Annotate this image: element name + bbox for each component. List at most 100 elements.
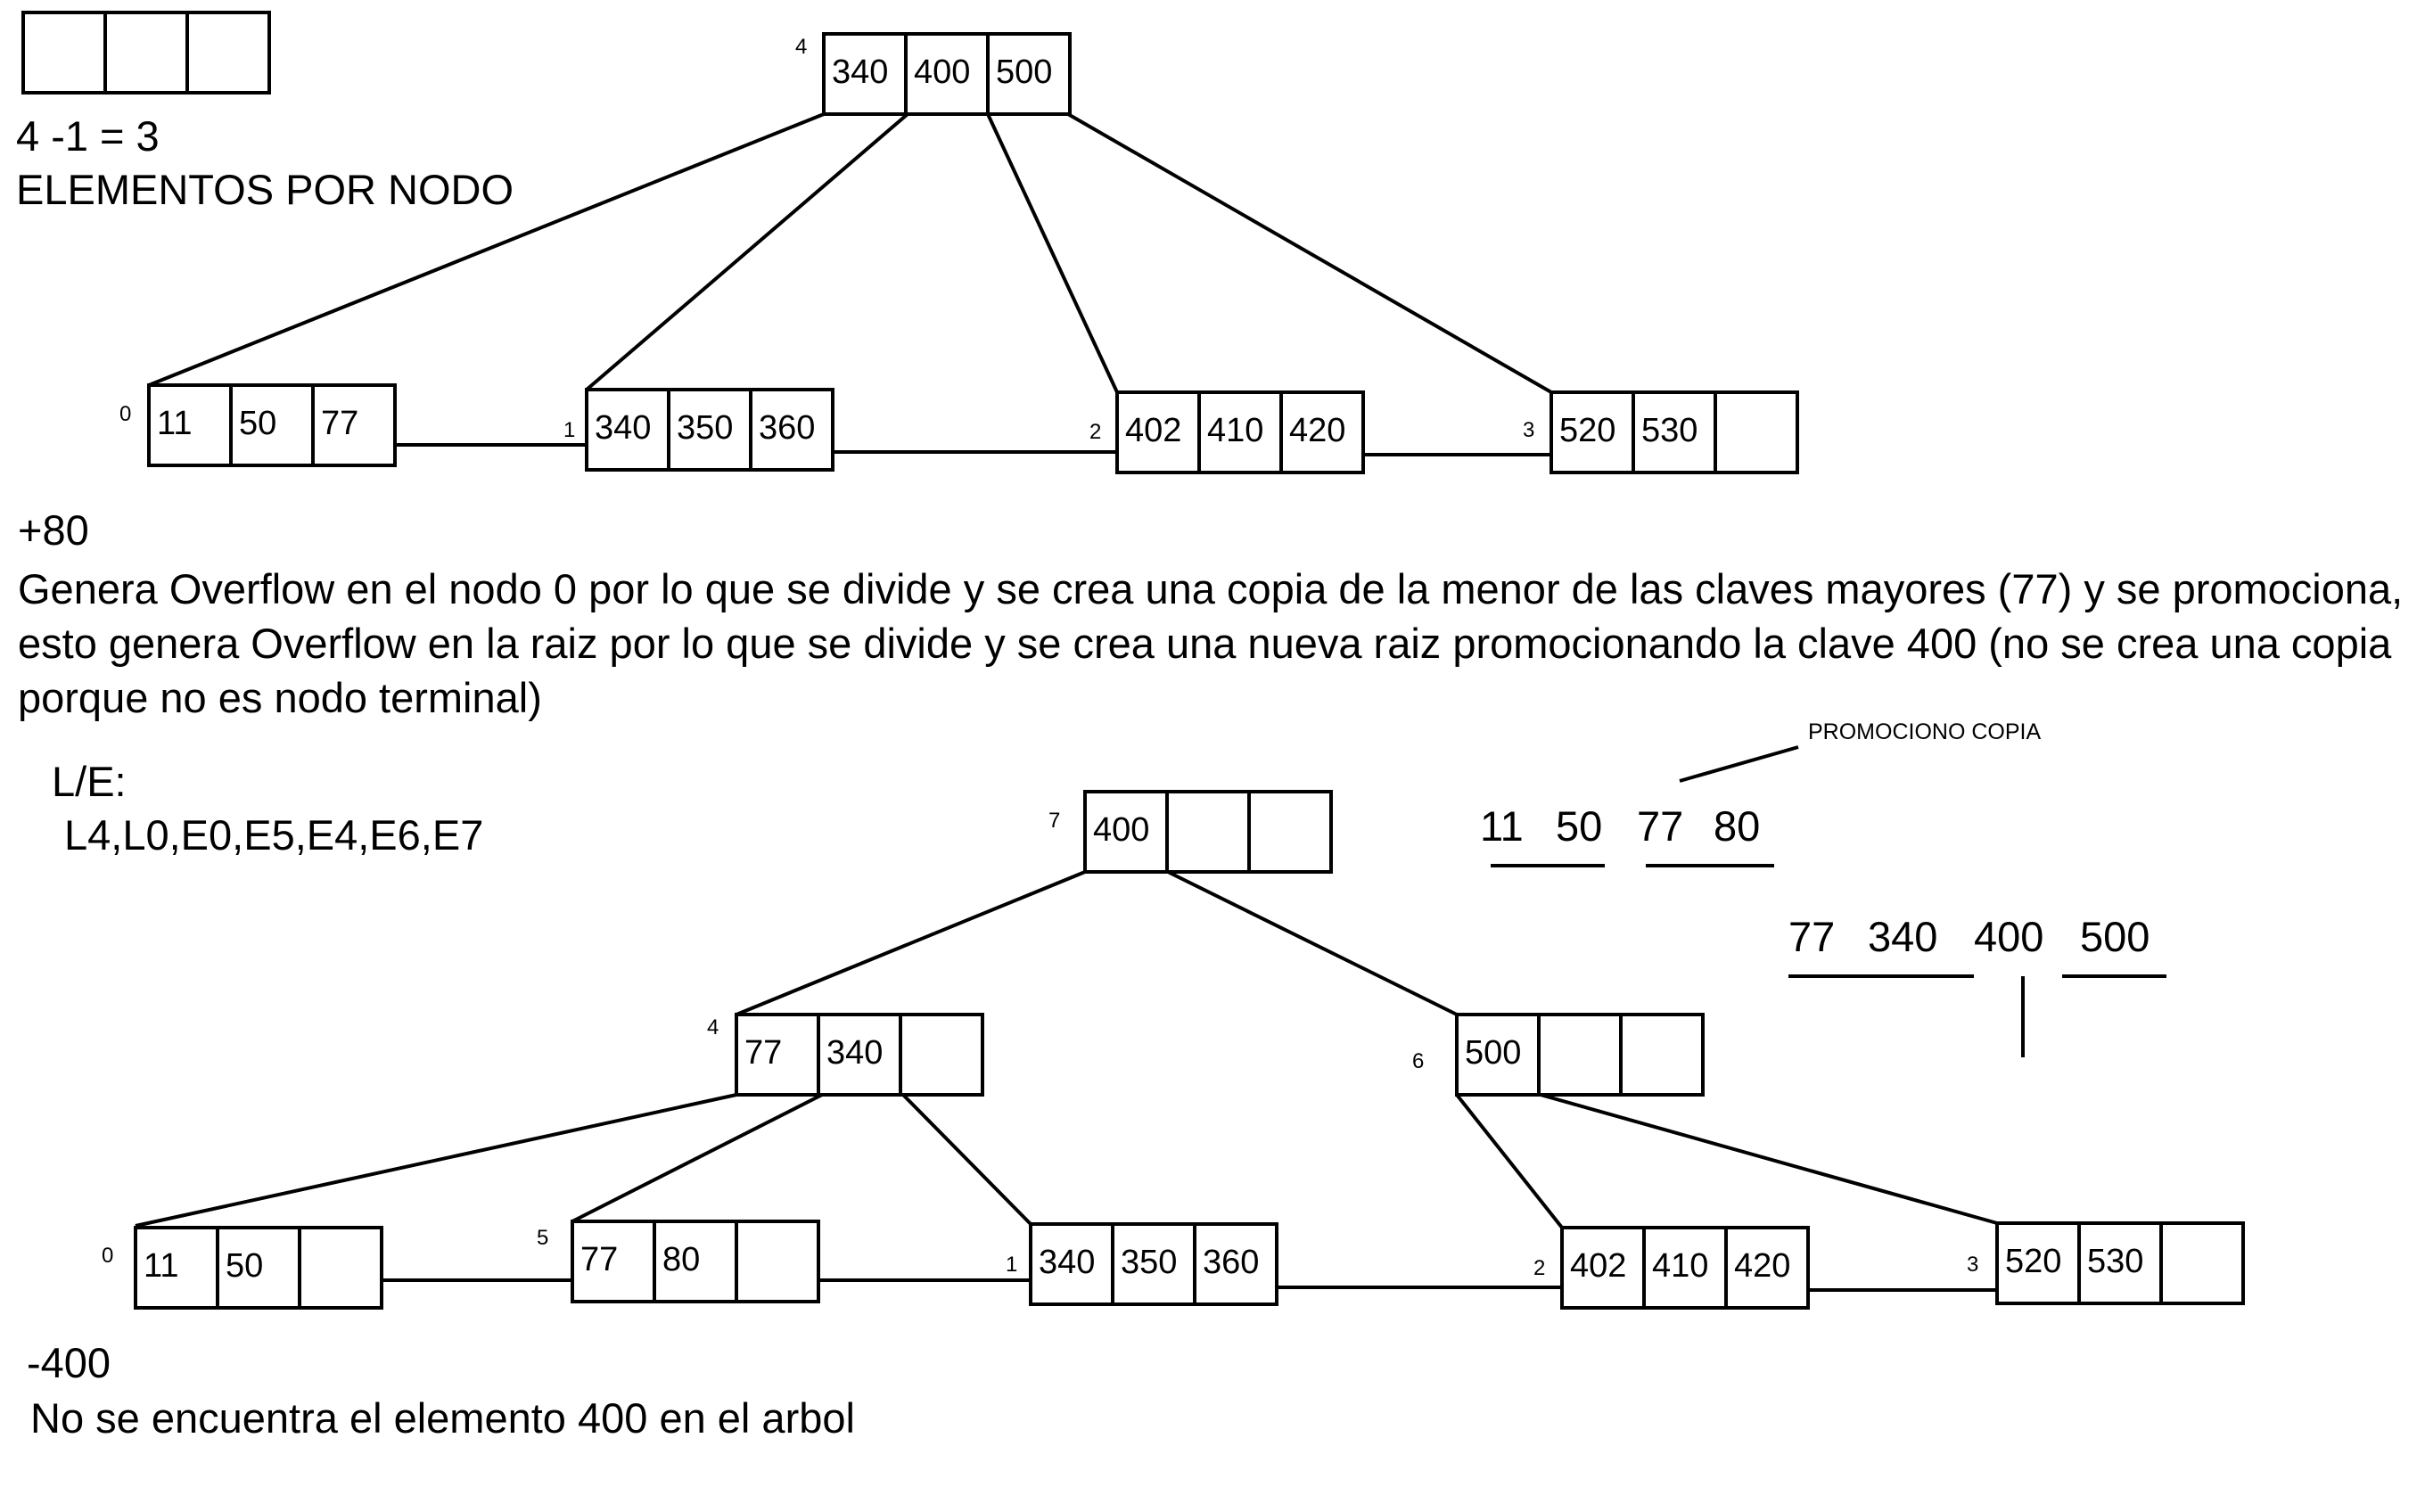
node-box (735, 1013, 984, 1097)
node-index-label: 0 (102, 1244, 113, 1268)
node-key: 50 (239, 405, 276, 442)
node-key: 360 (1203, 1244, 1259, 1281)
node-index-label: 6 (1412, 1049, 1424, 1073)
split1-left-key-1: 50 (1556, 802, 1603, 850)
tree2-node-leaf-2: 402 410 420 2 (1533, 1226, 1810, 1310)
tree1-node-leaf-2: 402 410 420 2 (1089, 390, 1365, 474)
node-key: 500 (1465, 1034, 1521, 1072)
node-key: 11 (157, 405, 192, 442)
empty-node-sample (21, 11, 271, 94)
node-key: 77 (580, 1241, 618, 1278)
edge-root4-leaf0 (148, 112, 825, 387)
promote-pointer-line (1679, 745, 1799, 783)
node-key: 80 (662, 1241, 700, 1278)
node-key: 340 (595, 409, 651, 447)
promote-copy-label: PROMOCIONO COPIA (1808, 719, 2042, 744)
tree1-node-root-4: 340 400 500 4 (795, 32, 1072, 116)
tree2-node-int-4: 77 340 4 (707, 1013, 984, 1097)
node-key: 77 (321, 405, 358, 442)
tree2-node-leaf-5: 77 80 5 (537, 1220, 820, 1303)
node-box (571, 1220, 820, 1303)
node-key: 410 (1207, 412, 1263, 449)
node-key: 420 (1734, 1247, 1790, 1285)
node-box (1550, 390, 1799, 474)
split2-middle-key: 400 (1974, 913, 2044, 960)
node-key: 500 (996, 53, 1052, 91)
tree2-node-leaf-0: 11 50 0 (102, 1226, 383, 1310)
split2-right-key-0: 500 (2080, 913, 2150, 960)
node-key: 11 (144, 1247, 178, 1285)
node-key: 350 (677, 409, 733, 447)
split2-left-key-1: 340 (1868, 913, 1938, 960)
tree2-node-root-7: 400 7 (1048, 790, 1333, 874)
node-key: 50 (226, 1247, 263, 1285)
node-key: 340 (1039, 1244, 1095, 1281)
node-key: 360 (759, 409, 815, 447)
le-label: L/E: (52, 758, 127, 805)
node-index-label: 4 (795, 35, 807, 59)
node-key: 530 (2087, 1243, 2143, 1280)
elements-per-node-caption: ELEMENTOS POR NODO (16, 166, 514, 213)
split1-right-key-0: 77 (1637, 802, 1684, 850)
edge-root4-leaf1 (585, 112, 909, 391)
node-index-label: 2 (1533, 1256, 1545, 1280)
node-index-label: 3 (1967, 1253, 1978, 1277)
node-box (147, 383, 397, 467)
node-key: 340 (826, 1034, 883, 1072)
node-key: 340 (832, 53, 888, 91)
node-box (134, 1226, 383, 1310)
node-index-label: 3 (1523, 418, 1534, 442)
tree2-node-int-6: 500 6 (1412, 1013, 1705, 1097)
node-key: 400 (914, 53, 970, 91)
edge-root4-leaf2 (986, 113, 1119, 393)
edge-int6-leaf3 (1540, 1093, 1998, 1225)
node-box (1029, 1222, 1278, 1306)
node-key: 520 (1559, 412, 1615, 449)
edge-int4-leaf1 (901, 1093, 1032, 1226)
op-delete-description: No se encuentra el elemento 400 en el ar… (30, 1394, 855, 1442)
node-box (1083, 790, 1333, 874)
node-box (1455, 1013, 1705, 1097)
tree1-node-leaf-0: 11 50 77 0 (119, 383, 397, 467)
node-box (1560, 1226, 1810, 1310)
edge-root7-int6 (1167, 870, 1458, 1016)
tree1-edges (148, 112, 1552, 456)
node-index-label: 5 (537, 1226, 548, 1250)
op-insert-title: +80 (18, 506, 89, 554)
split1-left-key-0: 11 (1480, 802, 1524, 850)
formula-text: 4 -1 = 3 (16, 112, 160, 160)
node-box (1995, 1221, 2245, 1305)
node-index-label: 4 (707, 1015, 719, 1040)
node-key: 520 (2005, 1243, 2061, 1280)
node-box (1115, 390, 1365, 474)
tree1-node-leaf-3: 520 530 3 (1523, 390, 1799, 474)
node-box (822, 32, 1072, 116)
side-note-strokes (1491, 745, 2166, 1057)
tree2-edges (135, 870, 1998, 1292)
edge-root4-leaf3 (1067, 112, 1552, 394)
node-index-label: 7 (1048, 809, 1060, 833)
node-key: 350 (1121, 1244, 1177, 1281)
edge-int4-leaf5 (571, 1093, 823, 1223)
node-key: 402 (1125, 412, 1181, 449)
node-index-label: 2 (1089, 420, 1101, 444)
node-key: 400 (1093, 811, 1149, 849)
node-key: 530 (1641, 412, 1698, 449)
le-sequence: L4,L0,E0,E5,E4,E6,E7 (64, 811, 484, 859)
op-delete-title: -400 (27, 1339, 111, 1386)
op-insert-description: Genera Overflow en el nodo 0 por lo que … (18, 565, 2404, 721)
node-key: 420 (1289, 412, 1345, 449)
split2-left-key-0: 77 (1788, 913, 1836, 960)
node-index-label: 0 (119, 402, 131, 426)
node-key: 77 (744, 1034, 782, 1072)
node-key: 410 (1652, 1247, 1708, 1285)
edge-int6-leaf2 (1455, 1093, 1564, 1229)
split1-right-key-1: 80 (1714, 802, 1761, 850)
node-index-label: 1 (563, 418, 575, 442)
tree1-node-leaf-1: 340 350 360 1 (563, 388, 834, 472)
edge-root7-int4 (736, 870, 1086, 1016)
node-key: 402 (1570, 1247, 1626, 1285)
